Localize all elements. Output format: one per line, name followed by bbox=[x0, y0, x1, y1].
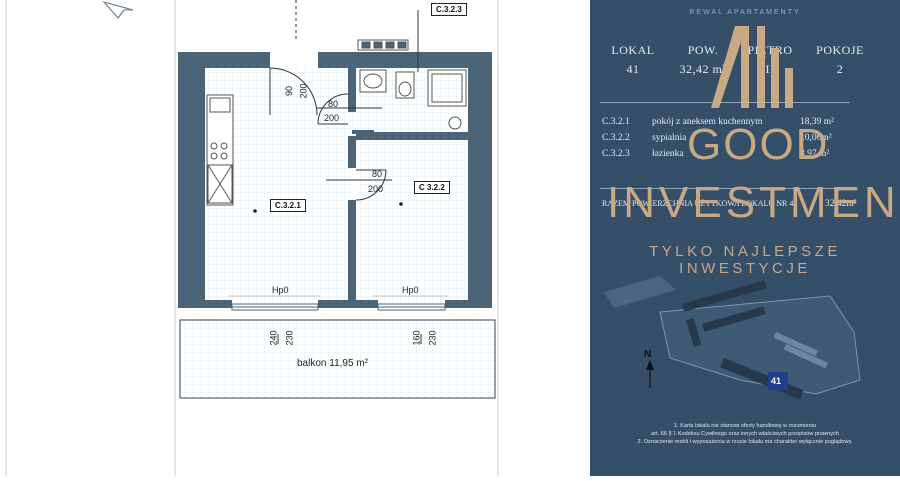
hp-label-left: Hp0 bbox=[272, 285, 289, 295]
dim-80-a: 80 bbox=[328, 99, 339, 109]
north-icon: N bbox=[644, 349, 652, 360]
brand-name: REWAL APARTAMENTY bbox=[689, 9, 801, 16]
kitchen-unit bbox=[206, 94, 234, 206]
watermark-good: GOOD bbox=[687, 120, 830, 169]
divider bbox=[600, 188, 850, 189]
compass-arrow-icon bbox=[102, 0, 134, 19]
map-unit-badge: 41 bbox=[771, 376, 782, 386]
dim-160: 160 bbox=[411, 330, 422, 346]
room-tag-c323: C.3.2.3 bbox=[431, 3, 467, 16]
dim-230-b: 230 bbox=[427, 330, 438, 346]
watermark-investment: INVESTMENT bbox=[607, 178, 900, 227]
floor-plan: C.3.2.3 C.3.2.1 C 3.2.2 Hp0 Hp0 90 200 8… bbox=[5, 0, 499, 476]
legal-notes: 1. Karta lokalu nie stanowi oferty handl… bbox=[637, 423, 853, 445]
header-pow: POW.32,42 m² bbox=[679, 43, 727, 76]
bathroom-fixtures bbox=[357, 39, 467, 130]
logo-mark-icon bbox=[711, 26, 793, 108]
floor-plan-drawing bbox=[5, 0, 499, 476]
total-row: RAZEM POWIERZCHNIA UŻYTKOWA LOKALU NR 41… bbox=[602, 199, 857, 209]
balcony-label: balkon 11,95 m² bbox=[297, 358, 368, 369]
dim-240: 240 bbox=[268, 330, 279, 346]
dim-200-a: 200 bbox=[298, 83, 309, 99]
divider bbox=[600, 102, 850, 103]
walls bbox=[178, 52, 492, 308]
dim-230-a: 230 bbox=[284, 330, 295, 346]
dim-80-b: 80 bbox=[372, 169, 383, 179]
room-tag-c322: C 3.2.2 bbox=[414, 181, 450, 194]
watermark-tagline: TYLKO NAJLEPSZE INWESTYCJE bbox=[649, 243, 841, 277]
dim-200-c: 200 bbox=[368, 184, 384, 194]
room-tag-c321: C.3.2.1 bbox=[270, 199, 306, 212]
room-row-1: C.3.2.1 pokój z aneksem kuchennym 18,39 … bbox=[602, 117, 834, 127]
dim-90: 90 bbox=[284, 85, 295, 97]
site-map bbox=[604, 276, 861, 400]
room-row-3: C.3.2.3 łazienka 3,97 m² bbox=[602, 149, 830, 159]
room-row-2: C.3.2.2 sypialnia 10,06m² bbox=[602, 133, 832, 143]
hp-label-right: Hp0 bbox=[402, 285, 419, 295]
dim-200-b: 200 bbox=[324, 113, 340, 123]
